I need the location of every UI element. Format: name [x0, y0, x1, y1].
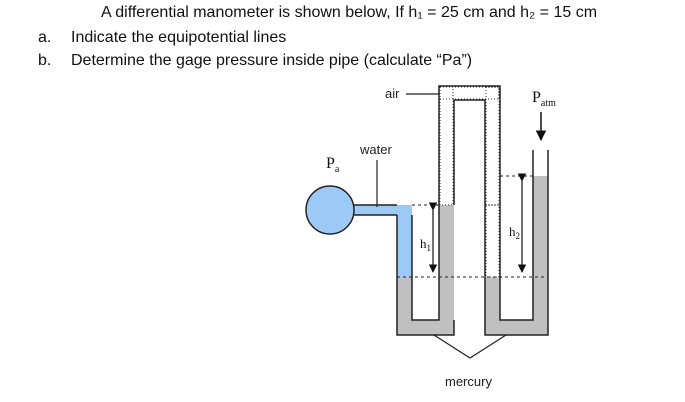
patm-label: Patm: [532, 89, 556, 109]
pa-label: Pa: [326, 155, 340, 175]
water-label: water: [359, 142, 392, 157]
part-b-marker: b.: [38, 52, 52, 69]
h2-label: h2: [509, 224, 520, 241]
h1-label: h1: [420, 236, 431, 253]
part-b-text: Determine the gage pressure inside pipe …: [71, 52, 473, 69]
left-leg-water: [397, 205, 412, 277]
pressure-bulb: [305, 185, 355, 235]
air-channel-inner: [454, 100, 485, 320]
left-u-inner-gap: [412, 215, 439, 320]
left-u-right-leg-mercury: [439, 205, 454, 277]
part-a-marker: a.: [38, 29, 52, 46]
problem-statement: A differential manometer is shown below,…: [101, 4, 598, 21]
air-dots-right: [485, 86, 500, 206]
tube-outlines: [350, 85, 549, 336]
part-a-text: Indicate the equipotential lines: [71, 29, 287, 46]
air-dots-top: [439, 86, 500, 100]
mercury-label: mercury: [445, 374, 492, 389]
right-u-left-leg-mercury: [485, 277, 500, 320]
mercury-pointer: [433, 334, 507, 359]
water-connector: [340, 205, 412, 215]
air-dots-right-leg-low: [485, 204, 500, 278]
right-u-inner-gap: [500, 215, 533, 320]
air-label: air: [385, 86, 400, 101]
right-leg-mercury: [533, 176, 548, 277]
